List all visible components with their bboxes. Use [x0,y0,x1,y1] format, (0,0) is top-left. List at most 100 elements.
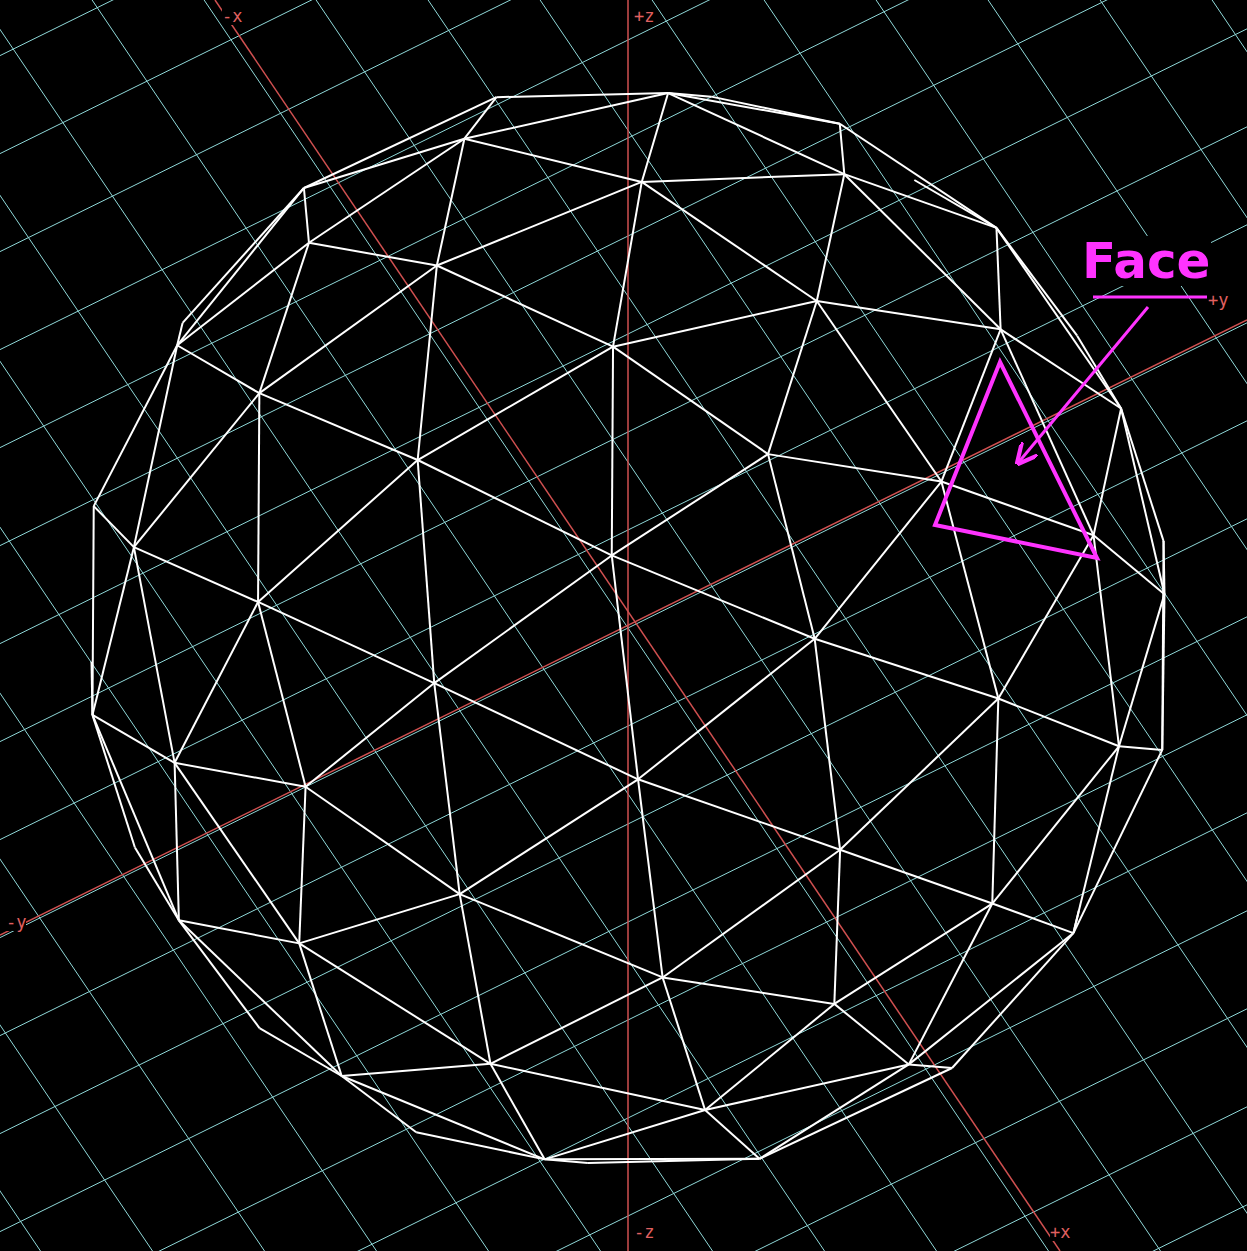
grid-line [954,0,1247,1251]
wire-edge [817,174,845,301]
wire-edge [437,139,465,266]
wire-edge [92,715,178,920]
wire-edge [490,1064,544,1160]
wire-edge [638,639,815,780]
wire-edge [177,188,304,345]
wire-edge [834,850,840,1004]
wire-edge [642,182,817,301]
wire-edge [668,93,844,174]
wire-edge [175,602,258,763]
wire-edge [992,904,1073,934]
wire-edge [134,345,177,547]
wire-edge [613,301,817,347]
wire-edge [134,547,258,602]
grid-line [730,0,1247,1251]
wire-edge [1094,535,1165,594]
wire-edge [817,301,1001,329]
wire-edge [134,393,259,547]
wire-edge [177,243,309,346]
wire-edge [259,266,436,394]
grid-line [0,787,1247,1251]
wire-edge [815,639,840,850]
wire-edge [260,1028,342,1076]
wire-edge [259,243,309,393]
grid-line [0,0,1247,472]
wire-edge [663,850,840,978]
grid-line [282,0,1193,1251]
wire-edge [1162,541,1163,750]
axis-label: -x [222,8,242,25]
wire-edge [304,188,309,243]
grid-line [0,0,74,1251]
wire-edge [840,124,997,228]
axis-label: +y [1208,292,1228,309]
grid-line [58,0,969,1251]
grid-line [0,885,1247,1251]
wire-edge [768,454,815,639]
underline [1093,296,1207,299]
wire-edge [418,460,612,555]
wire-edge [175,763,179,920]
wire-edge [342,1076,545,1159]
wire-edge [258,602,434,683]
callout-label: Face [1082,236,1211,286]
wire-edge [94,345,177,506]
wire-edge [306,787,460,894]
wire-edge [642,174,845,182]
wire-edge [183,188,304,323]
wire-edge [941,482,998,699]
highlighted-face [935,362,1097,558]
wire-edge [909,933,1074,1064]
wire-edge [834,904,992,1004]
grid-line [0,591,1247,1251]
grid-line [0,3,1247,669]
wire-edge [175,763,300,944]
wire-edge [1119,746,1162,750]
wire-edge [258,393,259,602]
wire-edge [815,639,999,699]
wire-edge [545,1110,705,1159]
wire-edge [92,715,134,848]
wire-edge [992,746,1119,903]
wire-edge [638,779,663,977]
wire-edge [309,139,464,243]
grid-line [0,0,298,1251]
axis-label: -y [6,914,26,931]
wire-edge [1121,408,1164,594]
x-axis [215,0,1060,1251]
wire-edge [663,977,705,1110]
grid-line [0,199,1247,865]
wire-edge [259,393,417,460]
wire-edge [464,97,496,139]
wire-edge [179,920,342,1076]
wire-edge [1121,408,1163,541]
wire-edge [612,555,638,779]
wire-edge [815,482,942,639]
grid-line [0,1081,1247,1251]
wire-edge [668,93,840,124]
wire-edge [705,1004,834,1110]
wire-edge [299,787,305,944]
axis-label: +x [1050,1224,1070,1241]
grid-line [0,493,1247,1159]
wire-edge [705,1110,759,1159]
grid-line [0,0,410,1251]
wire-edge [768,454,941,481]
wire-edge [817,301,942,482]
wire-edge [768,301,817,454]
wire-edge [460,779,638,894]
wire-edge [177,323,182,345]
wire-edge [299,894,459,943]
grid-line [0,0,1247,276]
wire-edge [304,97,497,188]
wire-edge [545,1159,588,1163]
wire-edge [996,228,1000,329]
grid-line [842,0,1247,1251]
wire-edge [992,699,998,904]
wire-edge [612,454,768,555]
wire-edge [952,933,1073,1068]
wire-edge [844,174,1000,329]
wire-edge [418,347,613,460]
